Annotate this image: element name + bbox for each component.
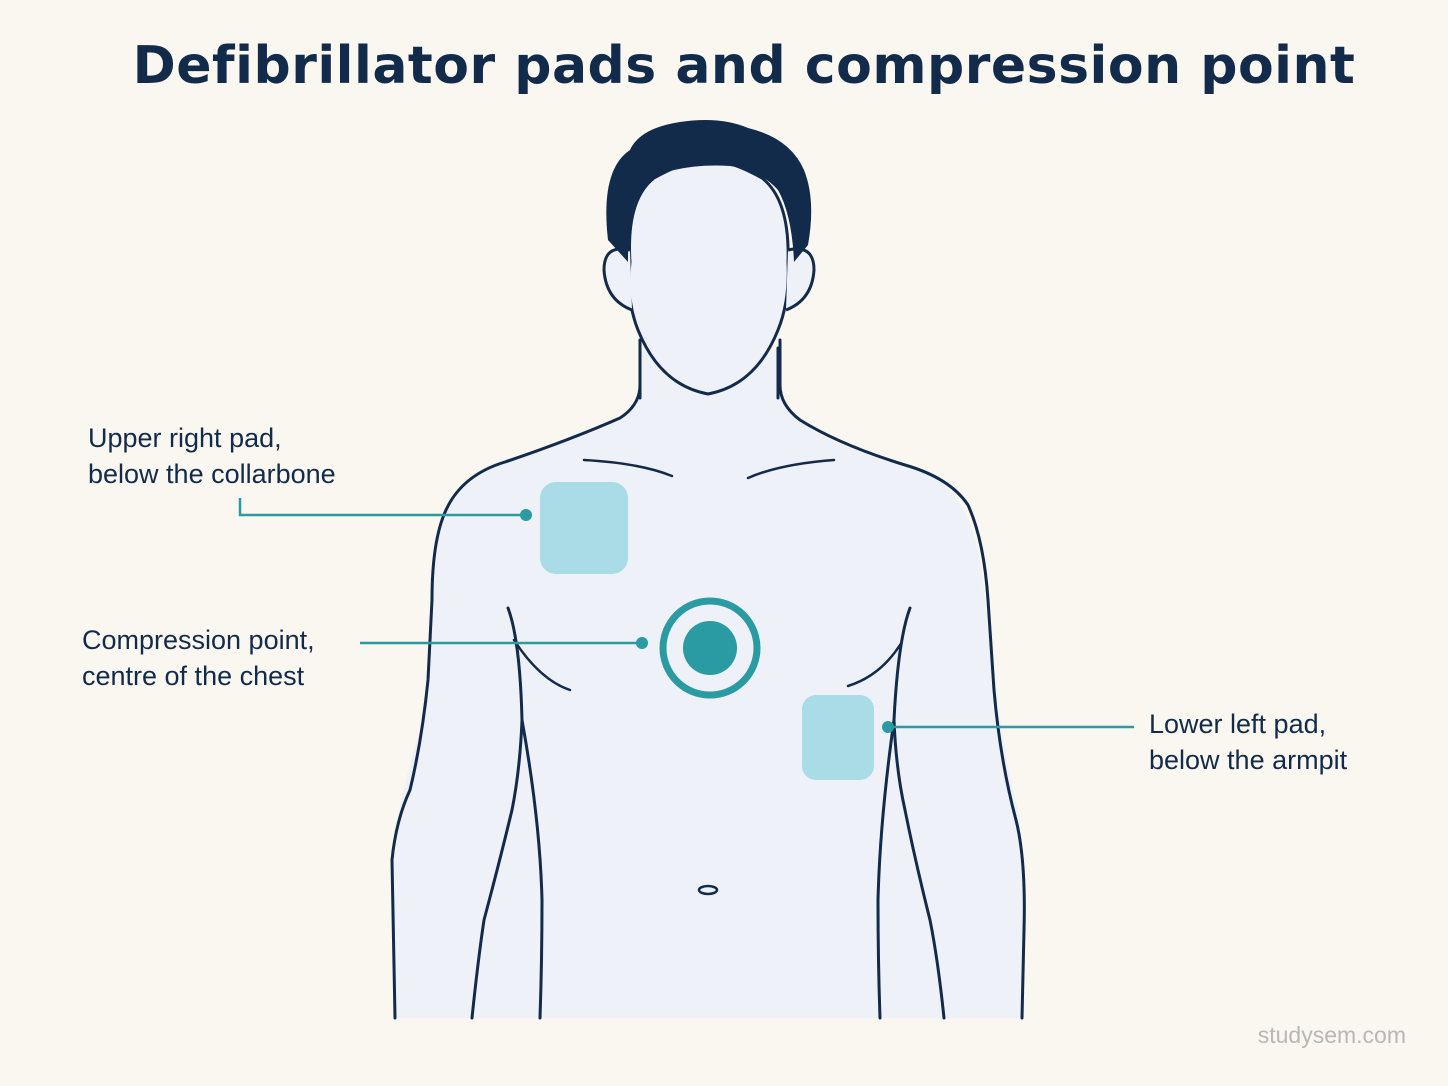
lower-left-pad-label-line2: below the armpit — [1149, 745, 1348, 775]
hair — [606, 120, 812, 262]
right-collarbone-line — [582, 458, 674, 478]
navel — [697, 884, 719, 896]
watermark: studysem.com — [1257, 1022, 1406, 1048]
left-body-outline — [390, 338, 642, 1020]
compression-point-label-line2: centre of the chest — [82, 661, 305, 691]
right-pectoral-line — [846, 643, 902, 688]
lower-pad-leader-dot — [882, 721, 894, 733]
left-ear — [785, 247, 816, 312]
right-body-outline — [778, 338, 1026, 1020]
lower-left-pad-label-line1: Lower left pad, — [1149, 709, 1327, 739]
compression-target-center — [683, 621, 737, 675]
compression-point-label: Compression point, centre of the chest — [82, 622, 315, 694]
right-armpit-line — [892, 606, 912, 722]
left-armpit-line — [506, 606, 524, 722]
lower-left-pad — [802, 695, 874, 780]
lower-left-pad-label: Lower left pad, below the armpit — [1149, 706, 1347, 778]
upper-pad-leader-line — [238, 498, 526, 517]
upper-right-pad-label-line1: Upper right pad, — [88, 423, 282, 453]
left-waist-line — [520, 718, 544, 1020]
compression-leader-dot — [636, 637, 648, 649]
upper-right-pad-label-line2: below the collarbone — [88, 459, 336, 489]
upper-right-pad — [540, 482, 628, 574]
diagram-title: Defibrillator pads and compression point — [132, 36, 1356, 96]
right-inner-arm-line — [892, 718, 946, 1020]
upper-right-pad-label: Upper right pad, below the collarbone — [88, 420, 336, 492]
left-inner-arm-line — [470, 718, 524, 1020]
right-waist-line — [876, 718, 896, 1020]
upper-pad-leader-dot — [520, 509, 532, 521]
compression-point-label-line1: Compression point, — [82, 625, 315, 655]
left-pectoral-line — [512, 638, 572, 692]
left-collarbone-line — [746, 458, 836, 480]
